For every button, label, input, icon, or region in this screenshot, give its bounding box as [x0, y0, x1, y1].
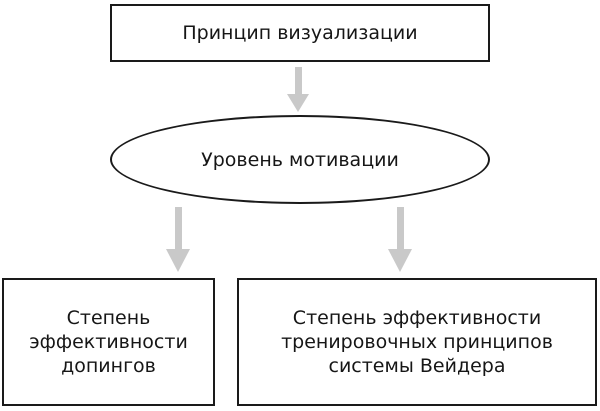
arrow-down-icon: [287, 67, 309, 112]
right-box-weider-principles-effectiveness: Степень эффективности тренировочных прин…: [237, 278, 597, 406]
right-box-line-1: Степень эффективности: [292, 307, 542, 329]
arrow-down-right-icon: [388, 207, 412, 272]
left-box-line-2: эффективности: [29, 331, 188, 353]
right-box-line-2: тренировочных принципов: [281, 331, 553, 353]
arrow-head: [388, 249, 412, 272]
left-box-doping-effectiveness: Степень эффективности допингов: [2, 278, 215, 406]
arrow-head: [287, 94, 309, 112]
arrow-stem: [174, 207, 182, 249]
arrow-down-left-icon: [166, 207, 190, 272]
top-box-principle-of-visualization: Принцип визуализации: [110, 4, 490, 62]
motivation-ellipse-label: Уровень мотивации: [201, 148, 399, 171]
arrow-stem: [294, 67, 302, 94]
right-box-line-3: системы Вейдера: [328, 355, 506, 377]
left-box-line-1: Степень: [66, 307, 151, 329]
arrow-head: [166, 249, 190, 272]
top-box-label: Принцип визуализации: [182, 22, 418, 44]
left-box-line-3: допингов: [61, 355, 156, 377]
arrow-stem: [396, 207, 404, 249]
motivation-level-ellipse: Уровень мотивации: [110, 115, 490, 204]
